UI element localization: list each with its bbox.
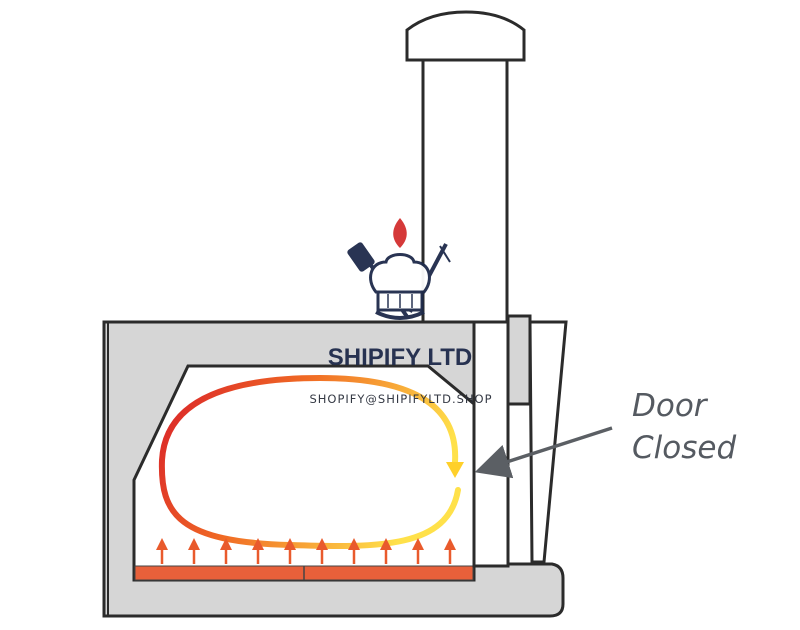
watermark: SHIPIFY LTD SHOPIFY@SHIPIFYLTD.SHOP xyxy=(309,218,492,406)
rising-heat-arrow-head xyxy=(348,538,360,550)
door-front-panel xyxy=(472,320,510,568)
oven-chamber xyxy=(132,364,476,582)
door-side-panel xyxy=(528,320,568,564)
rising-heat-arrow-head xyxy=(252,538,264,550)
watermark-email: SHOPIFY@SHIPIFYLTD.SHOP xyxy=(309,392,492,406)
watermark-brand: SHIPIFY LTD xyxy=(328,344,472,371)
chimney-pipe xyxy=(421,58,509,324)
rising-heat-arrow-head xyxy=(188,538,200,550)
chimney xyxy=(405,10,526,324)
rising-heat-arrow-head xyxy=(412,538,424,550)
rising-heat-arrow-head xyxy=(380,538,392,550)
rising-heat-arrow-head xyxy=(284,538,296,550)
chimney-cap xyxy=(405,10,526,62)
door-assembly xyxy=(472,314,568,568)
rising-heat-arrow-head xyxy=(316,538,328,550)
door-closed-callout: Door Closed xyxy=(474,388,736,479)
rising-heat-arrow-head xyxy=(156,538,168,550)
callout-line-2: Closed xyxy=(632,430,736,466)
heat-flow-arrowhead xyxy=(446,462,464,478)
rising-heat-arrows xyxy=(156,538,456,564)
heat-flow-loop xyxy=(158,374,461,549)
rising-heat-arrow-head xyxy=(220,538,232,550)
rising-heat-arrow-head xyxy=(444,538,456,550)
door-handle xyxy=(506,314,532,406)
heat-flow xyxy=(158,374,464,549)
chef-hat-flame-icon xyxy=(347,218,451,320)
callout-line-1: Door xyxy=(632,388,709,424)
callout-arrow xyxy=(474,426,613,479)
